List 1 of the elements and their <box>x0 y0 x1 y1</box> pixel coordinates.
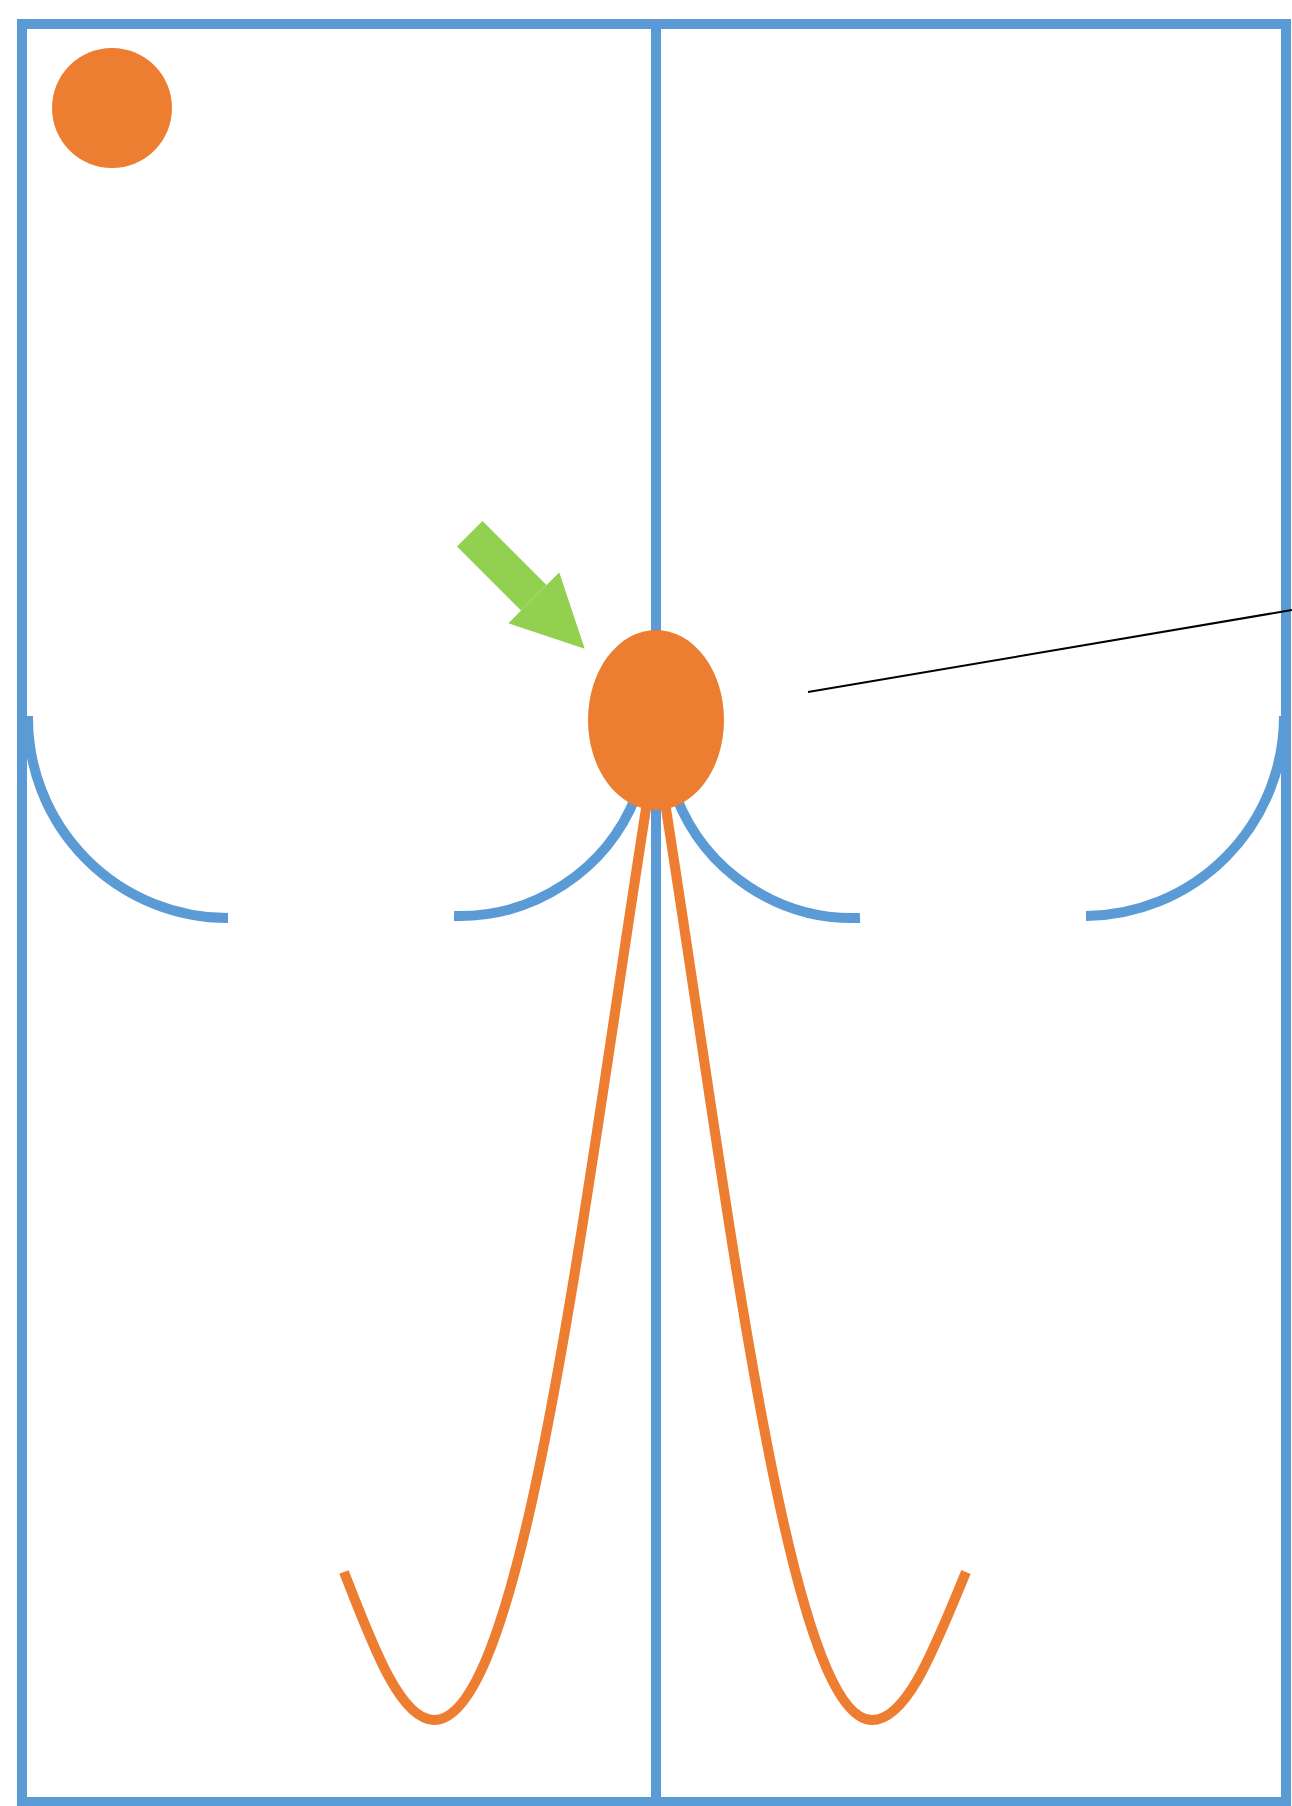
arrow <box>457 521 585 649</box>
